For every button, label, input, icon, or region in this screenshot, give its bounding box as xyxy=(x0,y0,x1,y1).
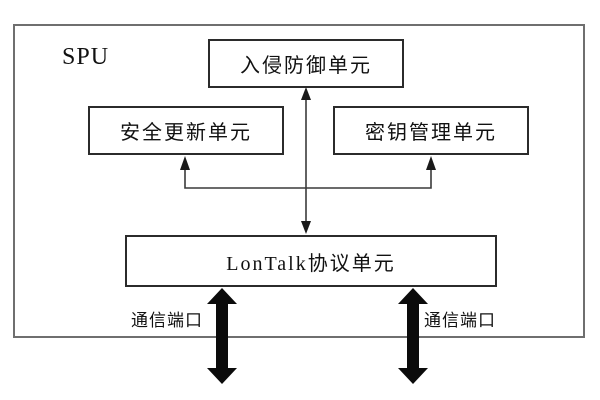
lontalk-protocol-unit-box: LonTalk协议单元 xyxy=(125,235,497,287)
spu-frame-label: SPU xyxy=(62,44,110,70)
communication-port-label-left: 通信端口 xyxy=(131,311,203,330)
intrusion-prevention-unit-box: 入侵防御单元 xyxy=(208,39,404,88)
key-management-unit-box: 密钥管理单元 xyxy=(333,106,529,155)
security-update-unit-box: 安全更新单元 xyxy=(88,106,284,155)
communication-port-label-right: 通信端口 xyxy=(424,311,496,330)
spu-frame xyxy=(13,24,585,338)
